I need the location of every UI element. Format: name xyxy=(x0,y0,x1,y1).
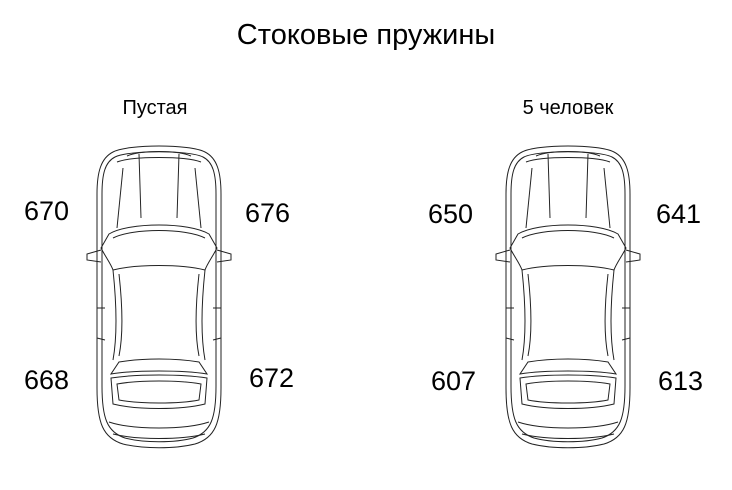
front-left-value: 650 xyxy=(428,199,474,229)
car-top-view-icon xyxy=(83,138,235,453)
front-right-value: 676 xyxy=(245,198,291,228)
rear-right-value: 672 xyxy=(249,363,295,393)
front-right-value: 641 xyxy=(656,199,702,229)
config-label-five-people: 5 человек xyxy=(522,97,614,119)
rear-left-value: 668 xyxy=(24,365,70,395)
page-title: Стоковые пружины xyxy=(236,19,496,51)
car-top-view-icon xyxy=(492,138,644,453)
rear-left-value: 607 xyxy=(431,366,477,396)
config-label-empty: Пустая xyxy=(122,97,188,119)
front-left-value: 670 xyxy=(24,196,70,226)
rear-right-value: 613 xyxy=(658,366,704,396)
